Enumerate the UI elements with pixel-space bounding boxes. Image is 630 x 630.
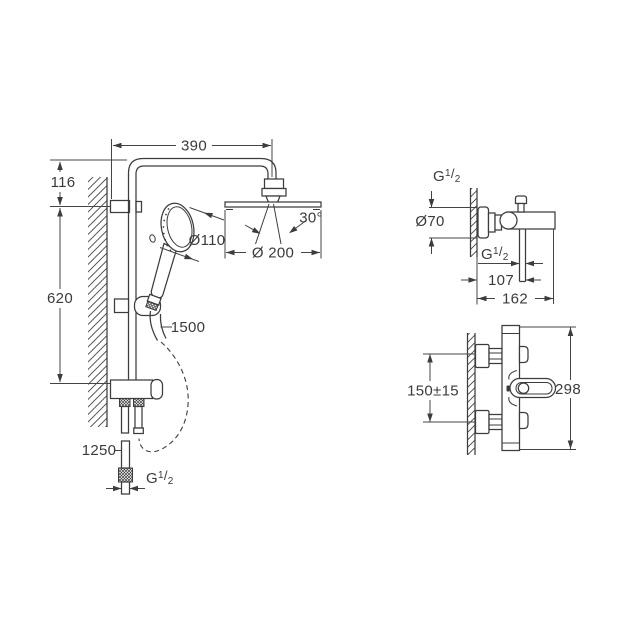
shower-hose-dashed bbox=[138, 341, 189, 453]
dim-107-label: 107 bbox=[488, 272, 514, 289]
dim-116-label: 116 bbox=[51, 174, 76, 191]
dim-rail-length: 620 bbox=[47, 208, 112, 384]
aerator bbox=[517, 382, 530, 395]
upper-wall-bracket bbox=[109, 199, 143, 214]
dim-hose-length: 1500 bbox=[160, 319, 206, 336]
dim-1500-label: 1500 bbox=[171, 319, 206, 336]
supply-hose bbox=[118, 440, 133, 495]
hand-shower bbox=[145, 202, 195, 341]
wall-hatch-front bbox=[466, 333, 476, 455]
dim-30deg-label: 30° bbox=[299, 210, 323, 227]
dim-1250-label: 1250 bbox=[82, 442, 117, 459]
thread-g12-label-side-top: G1/2 bbox=[433, 166, 461, 185]
spout bbox=[509, 377, 557, 399]
dim-arm-width: 390 bbox=[111, 138, 273, 199]
dim-spray-angle: 30° bbox=[244, 210, 323, 237]
wall-hatch-side bbox=[469, 188, 478, 257]
bath-mixer-side-view: G1/2 Ø70 bbox=[415, 166, 556, 308]
dim-390-label: 390 bbox=[181, 138, 207, 155]
thread-g12-label-side-mid: G1/2 bbox=[481, 244, 509, 263]
dim-depth: 162 bbox=[477, 291, 554, 308]
shower-system-view: 390 116 620 bbox=[47, 138, 323, 495]
dim-supply-hose-length: 1250 bbox=[82, 442, 121, 459]
dim-hand-shower-dia: Ø110 bbox=[159, 207, 226, 262]
dim-thread-outlet: G1/2 bbox=[478, 244, 543, 267]
dim-162-label: 162 bbox=[502, 291, 528, 308]
bath-mixer-body-side bbox=[477, 195, 556, 283]
dim-200-label: Ø 200 bbox=[252, 245, 294, 262]
head-shower-connector bbox=[261, 178, 287, 204]
dim-connection-spacing: 150±15 bbox=[407, 353, 476, 423]
dim-70-label: Ø70 bbox=[415, 213, 444, 230]
diverter-knob bbox=[514, 195, 528, 205]
dim-top-offset: 116 bbox=[50, 159, 127, 207]
hand-shower-hose-connector bbox=[145, 293, 162, 312]
shower-rail-and-arm bbox=[127, 157, 277, 380]
thermostat-body bbox=[501, 324, 557, 452]
dim-total-height: 298 bbox=[520, 326, 581, 450]
bottom-wall-bracket bbox=[109, 378, 164, 435]
dim-110-label: Ø110 bbox=[189, 232, 226, 249]
thread-g12-label-main: G1/2 bbox=[146, 468, 174, 487]
wall-connections bbox=[474, 343, 503, 435]
head-shower bbox=[224, 201, 322, 245]
dim-head-shower-dia: Ø 200 bbox=[224, 210, 322, 262]
dim-thread-bottom: G1/2 bbox=[106, 468, 174, 492]
dim-outlet-offset: 107 bbox=[461, 272, 541, 289]
mixer-front-view: 150±15 298 bbox=[407, 324, 581, 455]
dim-150-label: 150±15 bbox=[407, 383, 459, 400]
dim-620-label: 620 bbox=[47, 290, 73, 307]
dim-escutcheon-dia: Ø70 bbox=[415, 191, 478, 254]
dim-298-label: 298 bbox=[555, 381, 581, 398]
wall-hatch bbox=[88, 177, 108, 427]
